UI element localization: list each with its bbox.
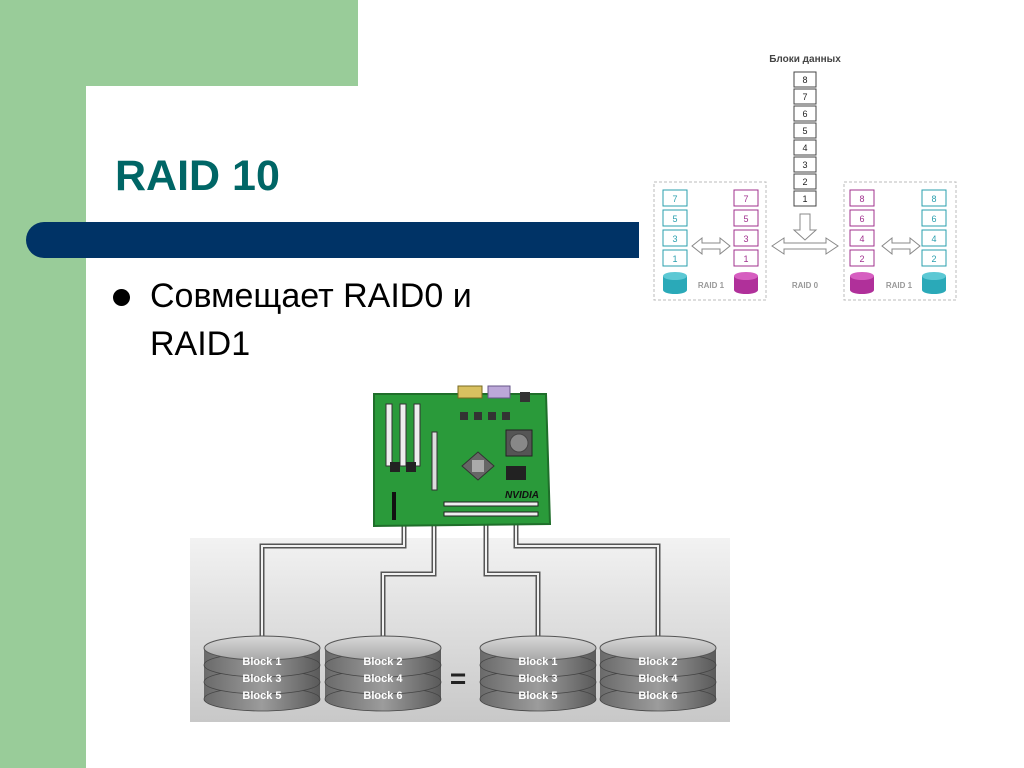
disk-stack-1-icon: Block 1 Block 3 Block 5 [203,635,321,712]
left-mirror-b-block-7: 7 [733,189,759,207]
svg-text:4: 4 [931,234,936,244]
svg-text:7: 7 [802,92,807,102]
svg-text:3: 3 [672,234,677,244]
left-mirror-b-block-5: 5 [733,209,759,227]
bullet-text: Совмещает RAID0 и RAID1 [150,277,472,363]
disk-block-label: Block 2 [363,656,402,668]
background-white-corner [86,86,358,206]
bullet-dot-icon [113,289,130,306]
right-mirror-b-block-6: 6 [921,209,947,227]
disk-stack-4-icon: Block 2 Block 4 Block 6 [599,635,717,712]
disk-block-label: Block 4 [363,673,403,685]
nvidia-logo-text: NVIDIA [505,490,539,501]
raid1-left-group [653,181,767,301]
left-mirror-a-block-1: 1 [662,249,688,267]
data-block-7: 7 [793,88,817,105]
disk-block-label: Block 2 [638,656,677,668]
disk-stack-2-icon: Block 2 Block 4 Block 6 [324,635,442,712]
svg-text:7: 7 [743,194,748,204]
mirror-left-arrow-icon [691,236,731,256]
svg-text:1: 1 [672,254,677,264]
slide-title: RAID 10 [115,152,280,200]
data-block-2: 2 [793,173,817,190]
right-mirror-a-block-4: 4 [849,229,875,247]
disk-block-label: Block 3 [518,673,557,685]
svg-text:2: 2 [802,177,807,187]
svg-text:4: 4 [859,234,864,244]
right-mirror-b-block-8: 8 [921,189,947,207]
data-block-6: 6 [793,105,817,122]
raid1-right-label: RAID 1 [886,281,913,290]
right-mirror-a-column: 8 6 4 2 [849,189,875,267]
disk-magenta-right-icon [850,272,874,294]
data-blocks-column: 8 7 6 5 4 3 2 1 [793,71,817,207]
left-mirror-b-block-1: 1 [733,249,759,267]
svg-text:6: 6 [931,214,936,224]
raid10-schema-diagram: Блоки данных 8 7 6 5 4 3 2 1 7 5 3 1 7 5 3 1 8 6 4 2 8 6 4… [653,54,957,301]
disk-teal-left-icon [663,272,687,294]
raid1-left-label: RAID 1 [698,281,725,290]
disk-block-label: Block 4 [638,673,678,685]
disk-block-label: Block 3 [242,673,281,685]
data-block-8: 8 [793,71,817,88]
svg-text:1: 1 [802,194,807,204]
left-mirror-a-block-5: 5 [662,209,688,227]
data-block-1: 1 [793,190,817,207]
svg-text:5: 5 [672,214,677,224]
disk-block-label: Block 6 [638,690,677,702]
svg-text:2: 2 [931,254,936,264]
motherboard-icon: NVIDIA [373,385,552,528]
left-mirror-b-block-3: 3 [733,229,759,247]
disk-block-label: Block 1 [518,656,557,668]
right-mirror-a-block-2: 2 [849,249,875,267]
right-mirror-a-block-8: 8 [849,189,875,207]
right-mirror-a-block-6: 6 [849,209,875,227]
left-mirror-a-block-7: 7 [662,189,688,207]
data-block-5: 5 [793,122,817,139]
disk-block-label: Block 5 [518,690,557,702]
mirror-right-arrow-icon [881,236,921,256]
svg-text:4: 4 [802,143,807,153]
disk-block-label: Block 6 [363,690,402,702]
svg-text:6: 6 [802,109,807,119]
svg-text:2: 2 [859,254,864,264]
svg-text:5: 5 [743,214,748,224]
svg-text:8: 8 [931,194,936,204]
raid0-label: RAID 0 [792,281,819,290]
right-mirror-b-column: 8 6 4 2 [921,189,947,267]
disk-teal-right-icon [922,272,946,294]
stripe-arrow-icon [771,213,839,255]
left-mirror-b-column: 7 5 3 1 [733,189,759,267]
right-mirror-b-block-4: 4 [921,229,947,247]
raid1-right-group [843,181,957,301]
data-blocks-header: Блоки данных [769,54,841,65]
svg-text:5: 5 [802,126,807,136]
svg-text:3: 3 [802,160,807,170]
data-block-4: 4 [793,139,817,156]
left-mirror-a-block-3: 3 [662,229,688,247]
title-divider-bar [26,222,639,258]
disk-block-label: Block 5 [242,690,281,702]
disk-block-label: Block 1 [242,656,281,668]
right-mirror-b-block-2: 2 [921,249,947,267]
svg-text:3: 3 [743,234,748,244]
background-green-left [0,0,86,768]
svg-text:6: 6 [859,214,864,224]
svg-text:1: 1 [743,254,748,264]
disk-magenta-left-icon [734,272,758,294]
data-block-3: 3 [793,156,817,173]
svg-text:8: 8 [802,75,807,85]
disk-stack-3-icon: Block 1 Block 3 Block 5 [479,635,597,712]
svg-text:7: 7 [672,194,677,204]
svg-text:8: 8 [859,194,864,204]
equals-sign: = [450,663,466,694]
left-mirror-a-column: 7 5 3 1 [662,189,688,267]
